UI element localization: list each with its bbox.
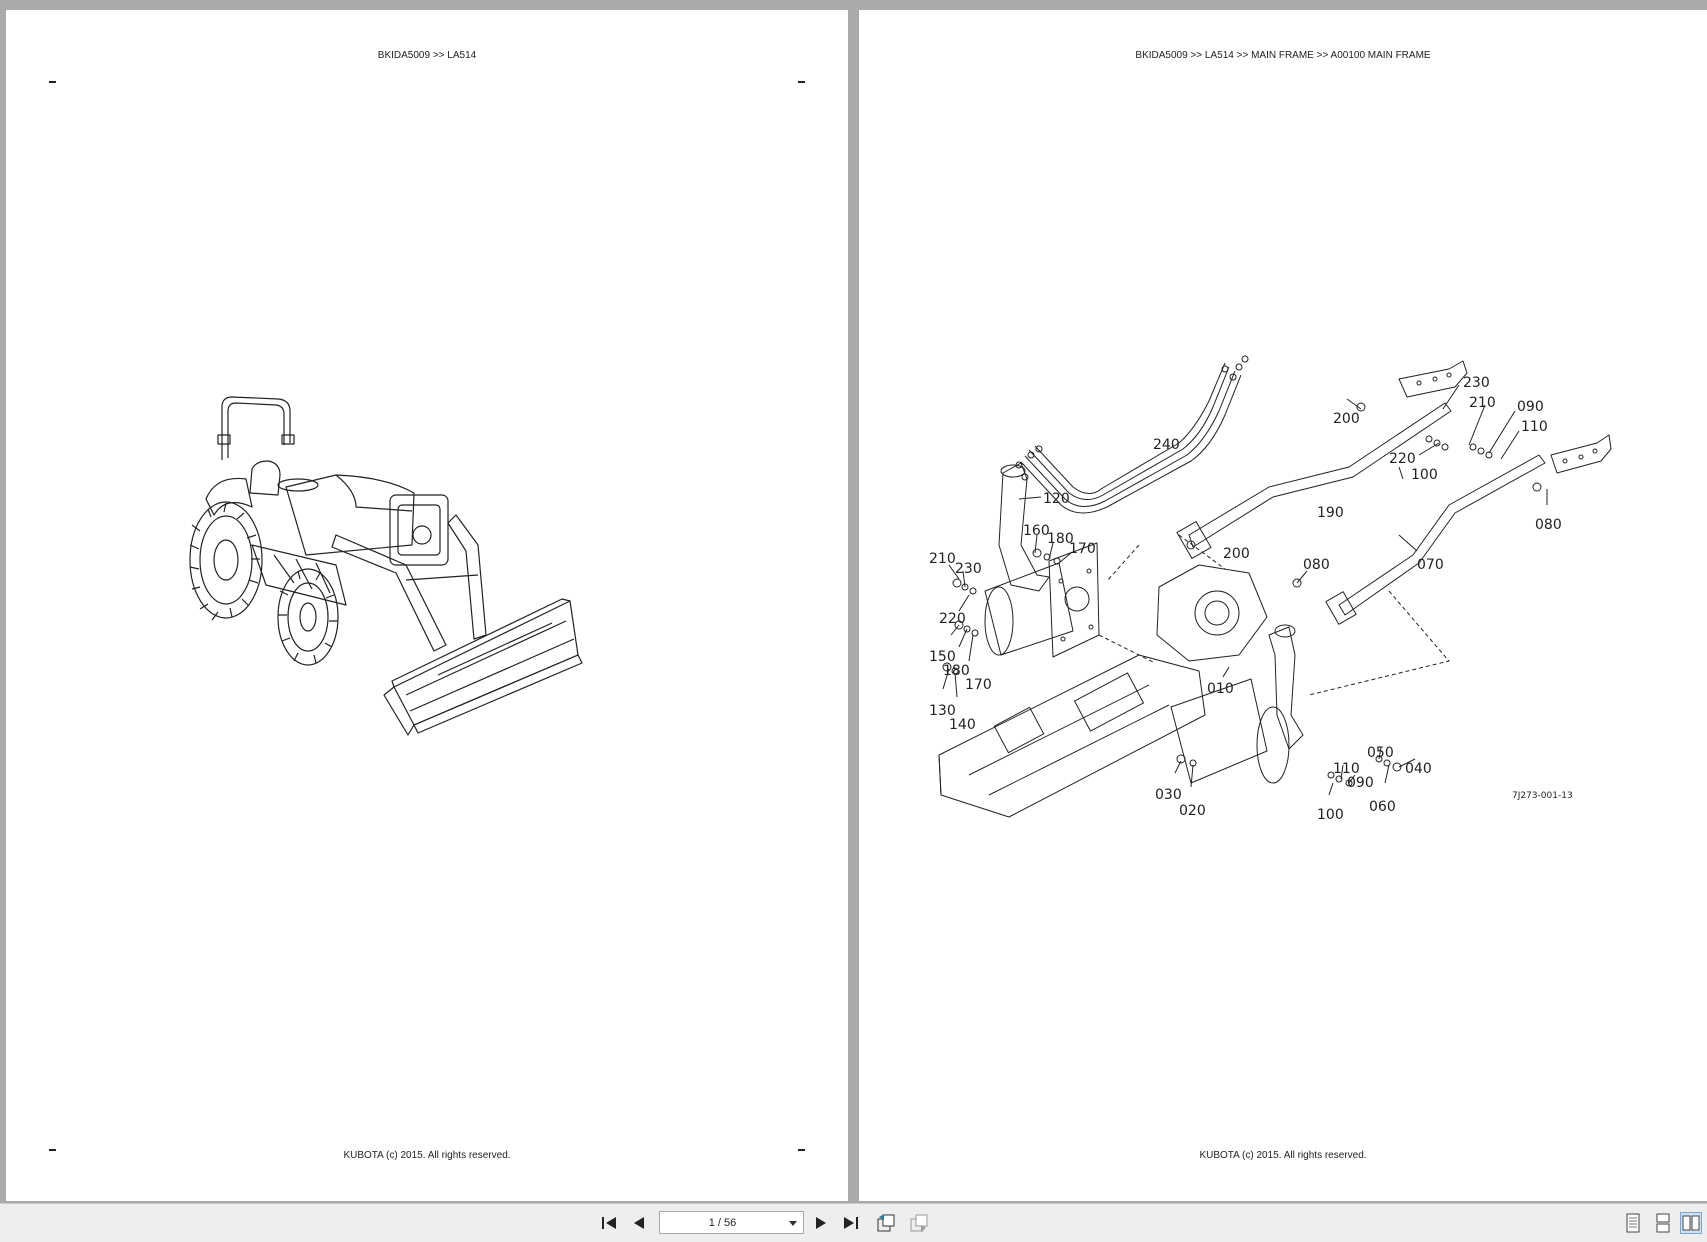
viewer-toolbar: 1 / 56 bbox=[0, 1203, 1707, 1242]
callout-label: 090 bbox=[1517, 399, 1544, 415]
callout-label: 130 bbox=[929, 703, 956, 719]
callout-label: 090 bbox=[1347, 775, 1374, 791]
go-back-view-icon[interactable] bbox=[875, 1212, 897, 1234]
callout-label: 230 bbox=[955, 561, 982, 577]
callout-label: 110 bbox=[1521, 419, 1548, 435]
crop-mark bbox=[49, 1149, 56, 1151]
previous-page-icon[interactable] bbox=[628, 1212, 650, 1234]
callout-label: 190 bbox=[1317, 505, 1344, 521]
callout-label: 030 bbox=[1155, 787, 1182, 803]
callout-label: 240 bbox=[1153, 437, 1180, 453]
callout-label: 120 bbox=[1043, 491, 1070, 507]
left-page: BKIDA5009 >> LA514 bbox=[6, 10, 848, 1201]
next-page-icon[interactable] bbox=[810, 1212, 832, 1234]
callout-label: 180 bbox=[1047, 531, 1074, 547]
callout-label: 200 bbox=[1333, 411, 1360, 427]
right-page-breadcrumb: BKIDA5009 >> LA514 >> MAIN FRAME >> A001… bbox=[1135, 50, 1431, 61]
crop-mark bbox=[49, 81, 56, 83]
right-page-footer: KUBOTA (c) 2015. All rights reserved. bbox=[1199, 1150, 1367, 1161]
callout-label: 150 bbox=[929, 649, 956, 665]
callout-label: 080 bbox=[1535, 517, 1562, 533]
left-page-footer: KUBOTA (c) 2015. All rights reserved. bbox=[343, 1150, 511, 1161]
chevron-down-icon[interactable] bbox=[789, 1221, 797, 1226]
tractor-loader-illustration bbox=[186, 395, 626, 795]
last-page-icon[interactable] bbox=[840, 1212, 862, 1234]
two-page-view-icon[interactable] bbox=[1680, 1212, 1702, 1234]
diagram-code: 7J273-001-13 bbox=[1512, 791, 1573, 801]
go-forward-view-icon[interactable] bbox=[908, 1212, 930, 1234]
callout-label: 230 bbox=[1463, 375, 1490, 391]
page-indicator: 1 / 56 bbox=[708, 1217, 737, 1229]
callout-label: 160 bbox=[1023, 523, 1050, 539]
crop-mark bbox=[798, 1149, 805, 1151]
callout-label: 220 bbox=[939, 611, 966, 627]
callout-label: 020 bbox=[1179, 803, 1206, 819]
callout-label: 060 bbox=[1369, 799, 1396, 815]
callout-label: 210 bbox=[1469, 395, 1496, 411]
right-page: BKIDA5009 >> LA514 >> MAIN FRAME >> A001… bbox=[859, 10, 1707, 1201]
continuous-view-icon[interactable] bbox=[1652, 1212, 1674, 1234]
page-number-field[interactable]: 1 / 56 bbox=[659, 1211, 804, 1234]
callout-label: 040 bbox=[1405, 761, 1432, 777]
main-frame-parts-diagram: 230 210 090 110 200 240 220 100 120 190 … bbox=[929, 355, 1629, 900]
callout-label: 170 bbox=[965, 677, 992, 693]
callout-label: 170 bbox=[1069, 541, 1096, 557]
callout-label: 080 bbox=[1303, 557, 1330, 573]
single-page-view-icon[interactable] bbox=[1622, 1212, 1644, 1234]
callout-label: 220 bbox=[1389, 451, 1416, 467]
first-page-icon[interactable] bbox=[598, 1212, 620, 1234]
callout-label: 010 bbox=[1207, 681, 1234, 697]
callout-label: 200 bbox=[1223, 546, 1250, 562]
callout-label: 100 bbox=[1317, 807, 1344, 823]
callout-label: 180 bbox=[943, 663, 970, 679]
callout-label: 140 bbox=[949, 717, 976, 733]
callout-label: 110 bbox=[1333, 761, 1360, 777]
callout-label: 210 bbox=[929, 551, 956, 567]
callout-label: 050 bbox=[1367, 745, 1394, 761]
callout-label: 070 bbox=[1417, 557, 1444, 573]
callout-label: 100 bbox=[1411, 467, 1438, 483]
crop-mark bbox=[798, 81, 805, 83]
left-page-breadcrumb: BKIDA5009 >> LA514 bbox=[377, 50, 477, 61]
